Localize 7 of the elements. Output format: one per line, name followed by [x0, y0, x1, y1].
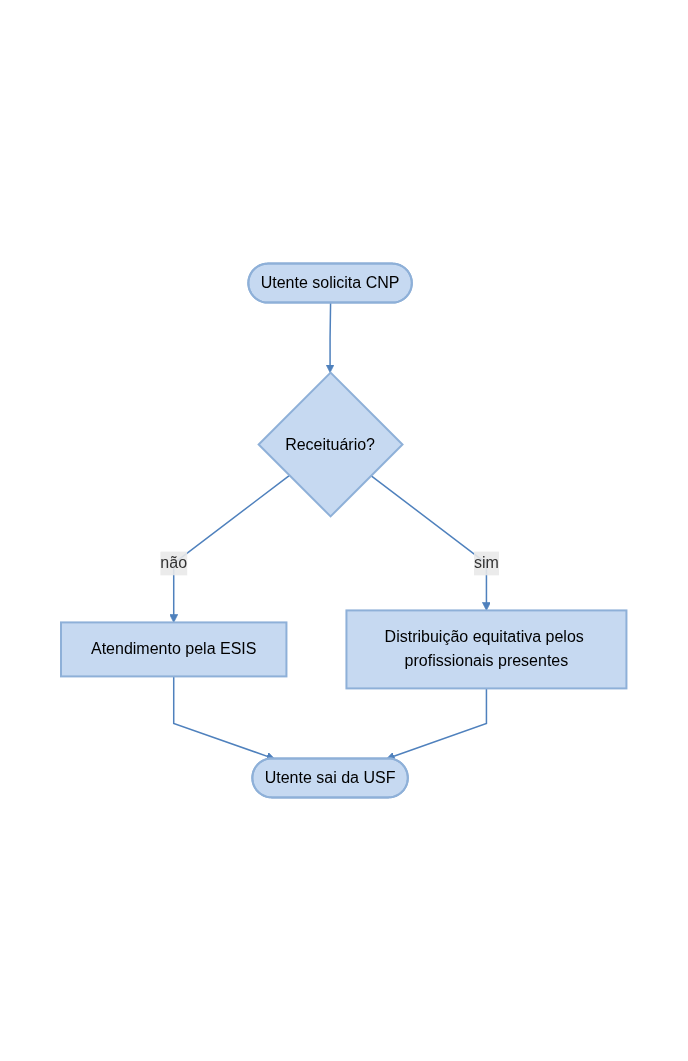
node-box: Distribuição equitativa pelos profissionais presentes: [345, 609, 628, 690]
edge-label: sim: [474, 554, 500, 572]
edge-label: não: [160, 554, 188, 572]
arrow: [325, 302, 335, 373]
arrow: [386, 687, 488, 761]
node-box: Atendimento pela ESIS: [60, 621, 288, 678]
node-diamond: Receituário?: [257, 371, 405, 518]
